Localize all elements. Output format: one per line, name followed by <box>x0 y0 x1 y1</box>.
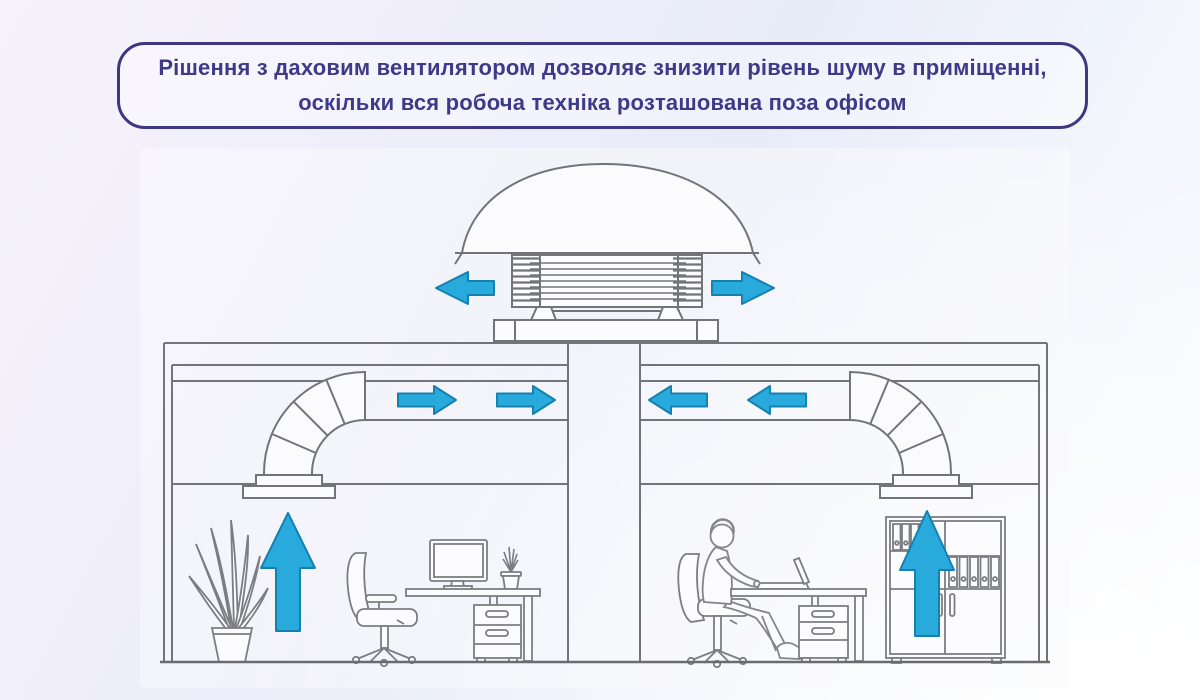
left-room-up-arrow <box>260 512 316 632</box>
banner-text-line-2: оскільки вся робоча техніка розташована … <box>298 89 907 115</box>
chair-gas-lift <box>380 625 389 649</box>
ceiling-vent-icon <box>255 474 323 487</box>
chair-gas-lift <box>713 615 722 651</box>
building-outline <box>163 342 1048 662</box>
banner-text-line-1: Рішення з даховим вентилятором дозволяє … <box>158 55 1047 81</box>
drawer-pedestal <box>798 605 849 663</box>
laptop-base <box>755 582 811 590</box>
right-duct-elbow <box>849 370 973 499</box>
diagram-backing <box>140 148 1070 688</box>
binder-cabinet-icon <box>885 516 1006 664</box>
right-room-up-arrow <box>899 510 955 637</box>
central-shaft-walls <box>567 343 641 662</box>
right-duct-arrow-2 <box>747 385 807 415</box>
airflow-arrows <box>260 271 955 637</box>
desk-top <box>730 588 867 597</box>
drawer-pedestal <box>473 604 522 663</box>
left-duct-arrow-1 <box>397 385 457 415</box>
elbow-gore-lines <box>271 379 346 454</box>
ceiling-vent-flange <box>879 485 973 499</box>
cabinet-door-handle <box>949 593 956 617</box>
ceiling-vent-icon <box>892 474 960 487</box>
floor-plant-icon <box>188 519 269 663</box>
binders-middle-shelf <box>948 556 1000 588</box>
desk-top <box>405 588 541 597</box>
desk-plant-icon <box>500 546 522 590</box>
elbow-gore-lines <box>869 379 944 454</box>
duct-system <box>242 370 973 499</box>
laptop-screen <box>792 556 811 586</box>
desk-laptop-icon <box>730 556 867 663</box>
fan-base <box>493 319 719 342</box>
fan-exhaust-arrow-left <box>435 271 495 305</box>
fan-exhaust-arrow-right <box>711 271 775 305</box>
chair-seat <box>356 608 418 627</box>
right-duct-arrow-1 <box>648 385 708 415</box>
person-hair <box>709 518 735 535</box>
fan-dome <box>460 162 755 254</box>
chair-armrest <box>365 594 397 603</box>
desk-leg <box>523 595 533 662</box>
person-head <box>709 523 735 549</box>
left-duct-arrow-2 <box>496 385 556 415</box>
info-banner: Рішення з даховим вентилятором дозволяє … <box>117 42 1088 129</box>
left-duct-elbow <box>242 370 366 499</box>
roof-fan-icon <box>454 162 761 342</box>
ceiling-vent-flange <box>242 485 336 499</box>
monitor <box>429 539 488 582</box>
desk-leg <box>854 595 864 662</box>
fan-louvers <box>511 254 703 321</box>
